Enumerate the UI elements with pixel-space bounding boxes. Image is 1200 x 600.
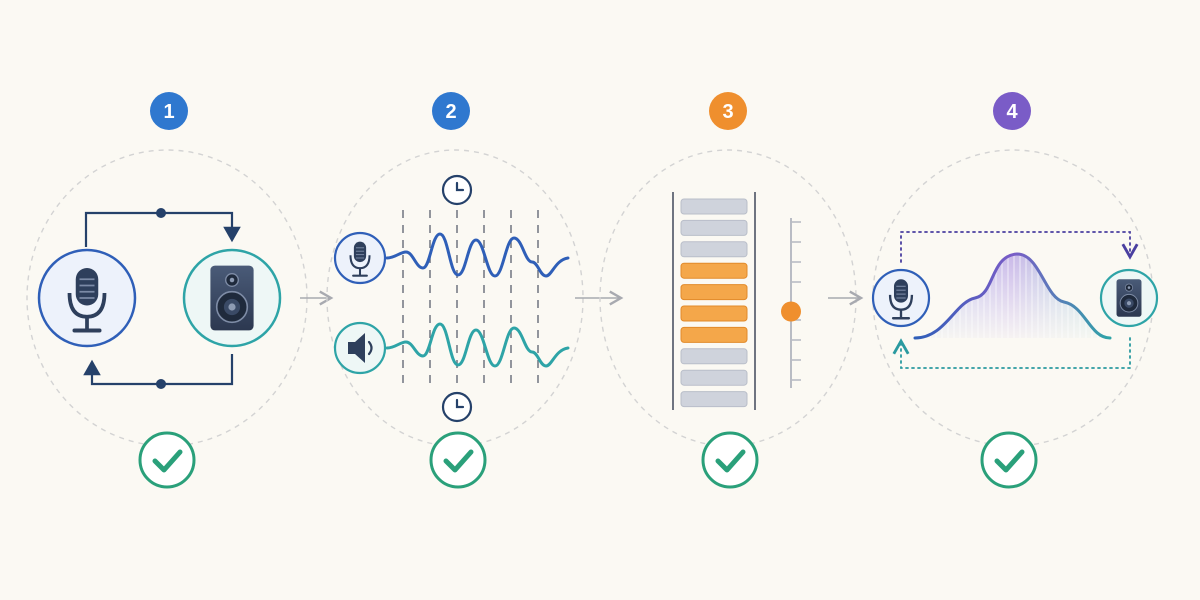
step-2-badge: 2	[432, 92, 470, 130]
microphone-icon	[333, 231, 387, 285]
speaker-waveform	[385, 322, 570, 368]
volume-icon	[333, 321, 387, 375]
clock-icon	[441, 174, 473, 206]
step-1: 1	[26, 92, 308, 487]
step-3-badge: 3	[709, 92, 747, 130]
buffer-slot-active	[680, 262, 748, 279]
clock-icon	[441, 391, 473, 423]
timing-gridlines	[402, 210, 539, 390]
buffer-slot	[680, 219, 748, 236]
level-slider	[781, 218, 801, 388]
slider-knob	[781, 301, 801, 322]
buffer-slot	[680, 391, 748, 408]
buffer-slot	[680, 241, 748, 258]
step-1-badge: 1	[150, 92, 188, 130]
step-4-number: 4	[1006, 101, 1018, 123]
step-4: 4	[871, 92, 1159, 487]
step-3: 3	[599, 92, 857, 487]
buffer-slot-active	[680, 284, 748, 301]
check-icon	[140, 433, 194, 487]
speaker-icon	[1099, 268, 1159, 328]
mic-waveform	[385, 232, 570, 278]
step-1-number: 1	[163, 101, 174, 123]
step-3-number: 3	[722, 101, 733, 123]
step-4-badge: 4	[993, 92, 1031, 130]
step-2: 2	[326, 92, 584, 487]
speaker-icon	[182, 248, 282, 348]
buffer-stack	[680, 198, 748, 408]
return-dotted-arrow	[892, 337, 1131, 369]
microphone-icon	[871, 268, 931, 328]
spectrum-curve	[913, 252, 1112, 340]
check-icon	[431, 433, 485, 487]
buffer-slot-active	[680, 326, 748, 343]
buffer-slot-active	[680, 305, 748, 322]
check-icon	[982, 433, 1036, 487]
check-icon	[703, 433, 757, 487]
forward-dotted-arrow	[900, 231, 1139, 263]
microphone-icon	[37, 248, 137, 348]
loop-connector-top	[84, 211, 241, 247]
buffer-slot	[680, 369, 748, 386]
step-2-number: 2	[445, 101, 456, 123]
buffer-slot	[680, 198, 748, 215]
buffer-slot	[680, 348, 748, 365]
